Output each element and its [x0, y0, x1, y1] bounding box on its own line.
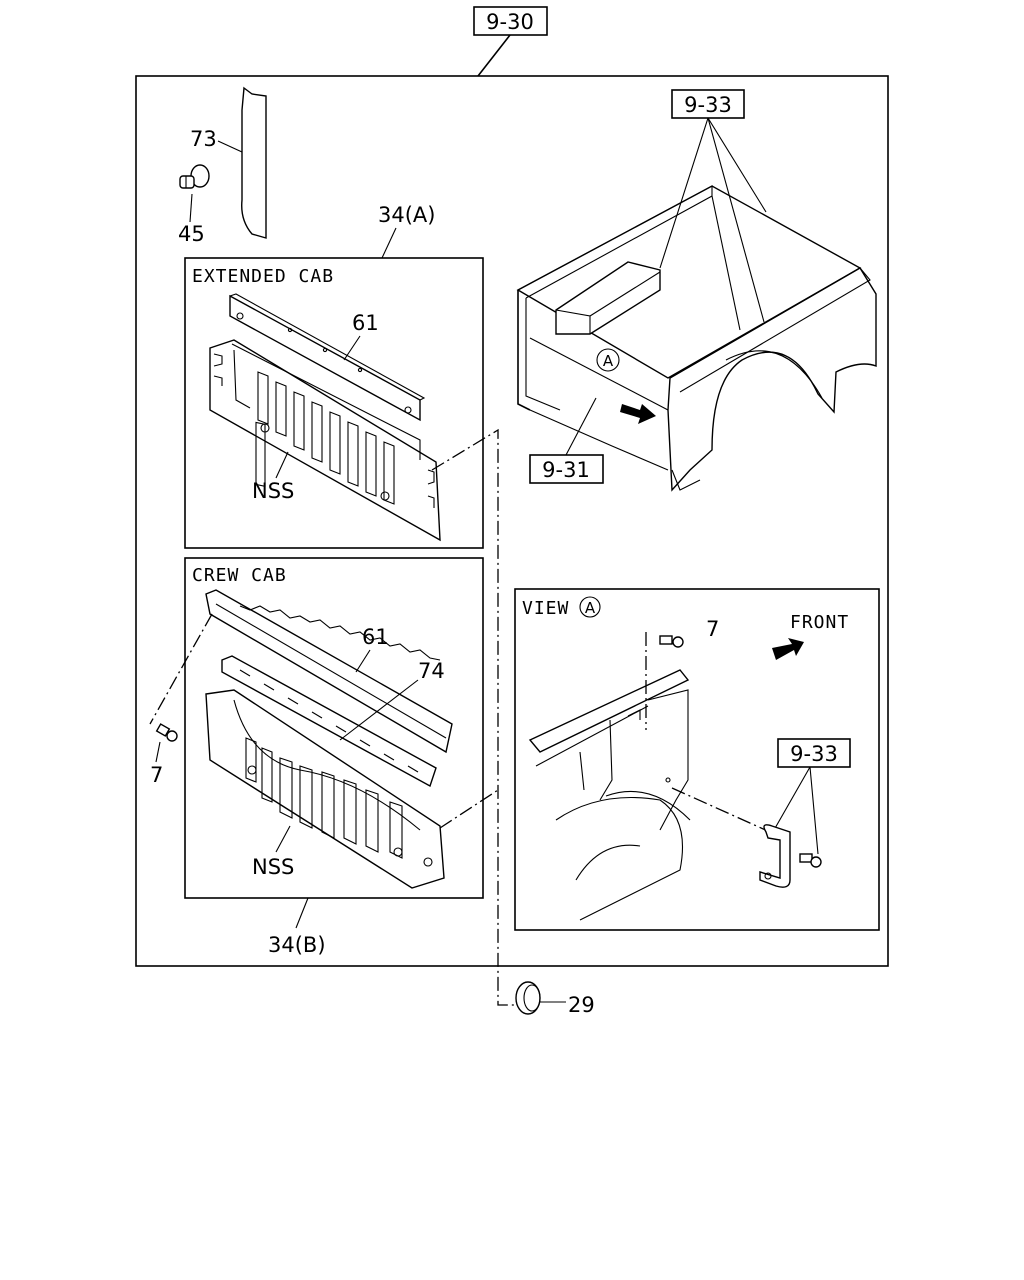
part-74-strip[interactable] — [221, 655, 437, 788]
view-structure[interactable] — [528, 669, 691, 921]
leader-34b — [295, 897, 309, 929]
label-7-left: 7 — [150, 763, 163, 787]
label-7-view: 7 — [706, 617, 719, 641]
view-dash-diag — [671, 787, 771, 833]
leader-9-31 — [565, 397, 597, 456]
leader-34a — [381, 227, 397, 259]
svg-text:9-33: 9-33 — [684, 93, 732, 117]
bolt-view-small[interactable] — [799, 853, 822, 868]
label-34b: 34(B) — [268, 933, 326, 957]
leader-nss-extended — [275, 451, 289, 479]
leader-74 — [339, 679, 419, 741]
connector-crew — [439, 789, 499, 829]
crew-cab-title: CREW CAB — [192, 565, 287, 586]
label-29: 29 — [568, 993, 595, 1017]
leader-45 — [189, 193, 193, 223]
leaders-9-33-view — [773, 766, 819, 855]
nss-panel-crew[interactable] — [205, 689, 445, 889]
leader-nss-crew — [275, 825, 291, 853]
label-74: 74 — [418, 659, 445, 683]
leader-61-crew — [355, 649, 371, 673]
ref-box-9-33-view[interactable]: 9-33 — [777, 738, 851, 768]
leader-61-extended — [343, 335, 361, 361]
part-45-clip[interactable] — [179, 164, 210, 189]
svg-text:A: A — [603, 352, 614, 370]
connector-extended-to-29 — [431, 428, 516, 1006]
crew-cab-panel: CREW CAB 61 74 NSS — [184, 557, 484, 899]
label-nss-crew: NSS — [252, 855, 294, 879]
ref-box-9-31[interactable]: 9-31 — [529, 454, 604, 484]
view-title: VIEW — [522, 598, 569, 619]
nss-panel-extended[interactable] — [209, 339, 441, 542]
ref-box-9-33-bed[interactable]: 9-33 — [671, 89, 745, 119]
svg-text:9-30: 9-30 — [486, 10, 534, 34]
part-7-bolt-view[interactable] — [659, 635, 684, 648]
part-61-rail-extended[interactable] — [229, 293, 426, 422]
front-arrow-view — [772, 638, 804, 660]
part-73-strip[interactable] — [241, 86, 267, 239]
leader-73 — [217, 140, 243, 153]
label-45: 45 — [178, 222, 205, 246]
label-34a: 34(A) — [378, 203, 435, 227]
extended-cab-title: EXTENDED CAB — [192, 266, 334, 287]
leader-9-30 — [477, 34, 511, 77]
main-frame — [135, 75, 889, 967]
svg-text:9-33: 9-33 — [790, 742, 838, 766]
extended-cab-panel: EXTENDED CAB 61 — [184, 257, 484, 549]
part-7-bolt-left[interactable] — [155, 723, 178, 742]
label-61-extended: 61 — [352, 311, 379, 335]
marker-a-bed: A — [596, 348, 620, 372]
front-arrow-bed — [620, 404, 656, 424]
truck-bed[interactable] — [516, 185, 877, 492]
dash-line-7-left — [149, 613, 213, 725]
label-nss-extended: NSS — [252, 479, 294, 503]
leader-7-left — [155, 741, 161, 763]
view-marker-circle — [579, 596, 601, 618]
label-61-crew: 61 — [362, 625, 389, 649]
part-61-rail-crew[interactable] — [205, 589, 453, 754]
hook-bracket[interactable] — [759, 824, 791, 888]
leaders-9-33-bed — [659, 117, 767, 323]
label-73: 73 — [190, 127, 217, 151]
view-a-panel: VIEW A FRONT 7 9-33 — [514, 588, 880, 931]
part-29-grommet[interactable] — [515, 981, 541, 1015]
ref-box-9-30[interactable]: 9-30 — [473, 6, 548, 36]
view-marker-text: A — [585, 599, 596, 617]
front-label: FRONT — [790, 612, 849, 633]
svg-text:9-31: 9-31 — [542, 458, 590, 482]
